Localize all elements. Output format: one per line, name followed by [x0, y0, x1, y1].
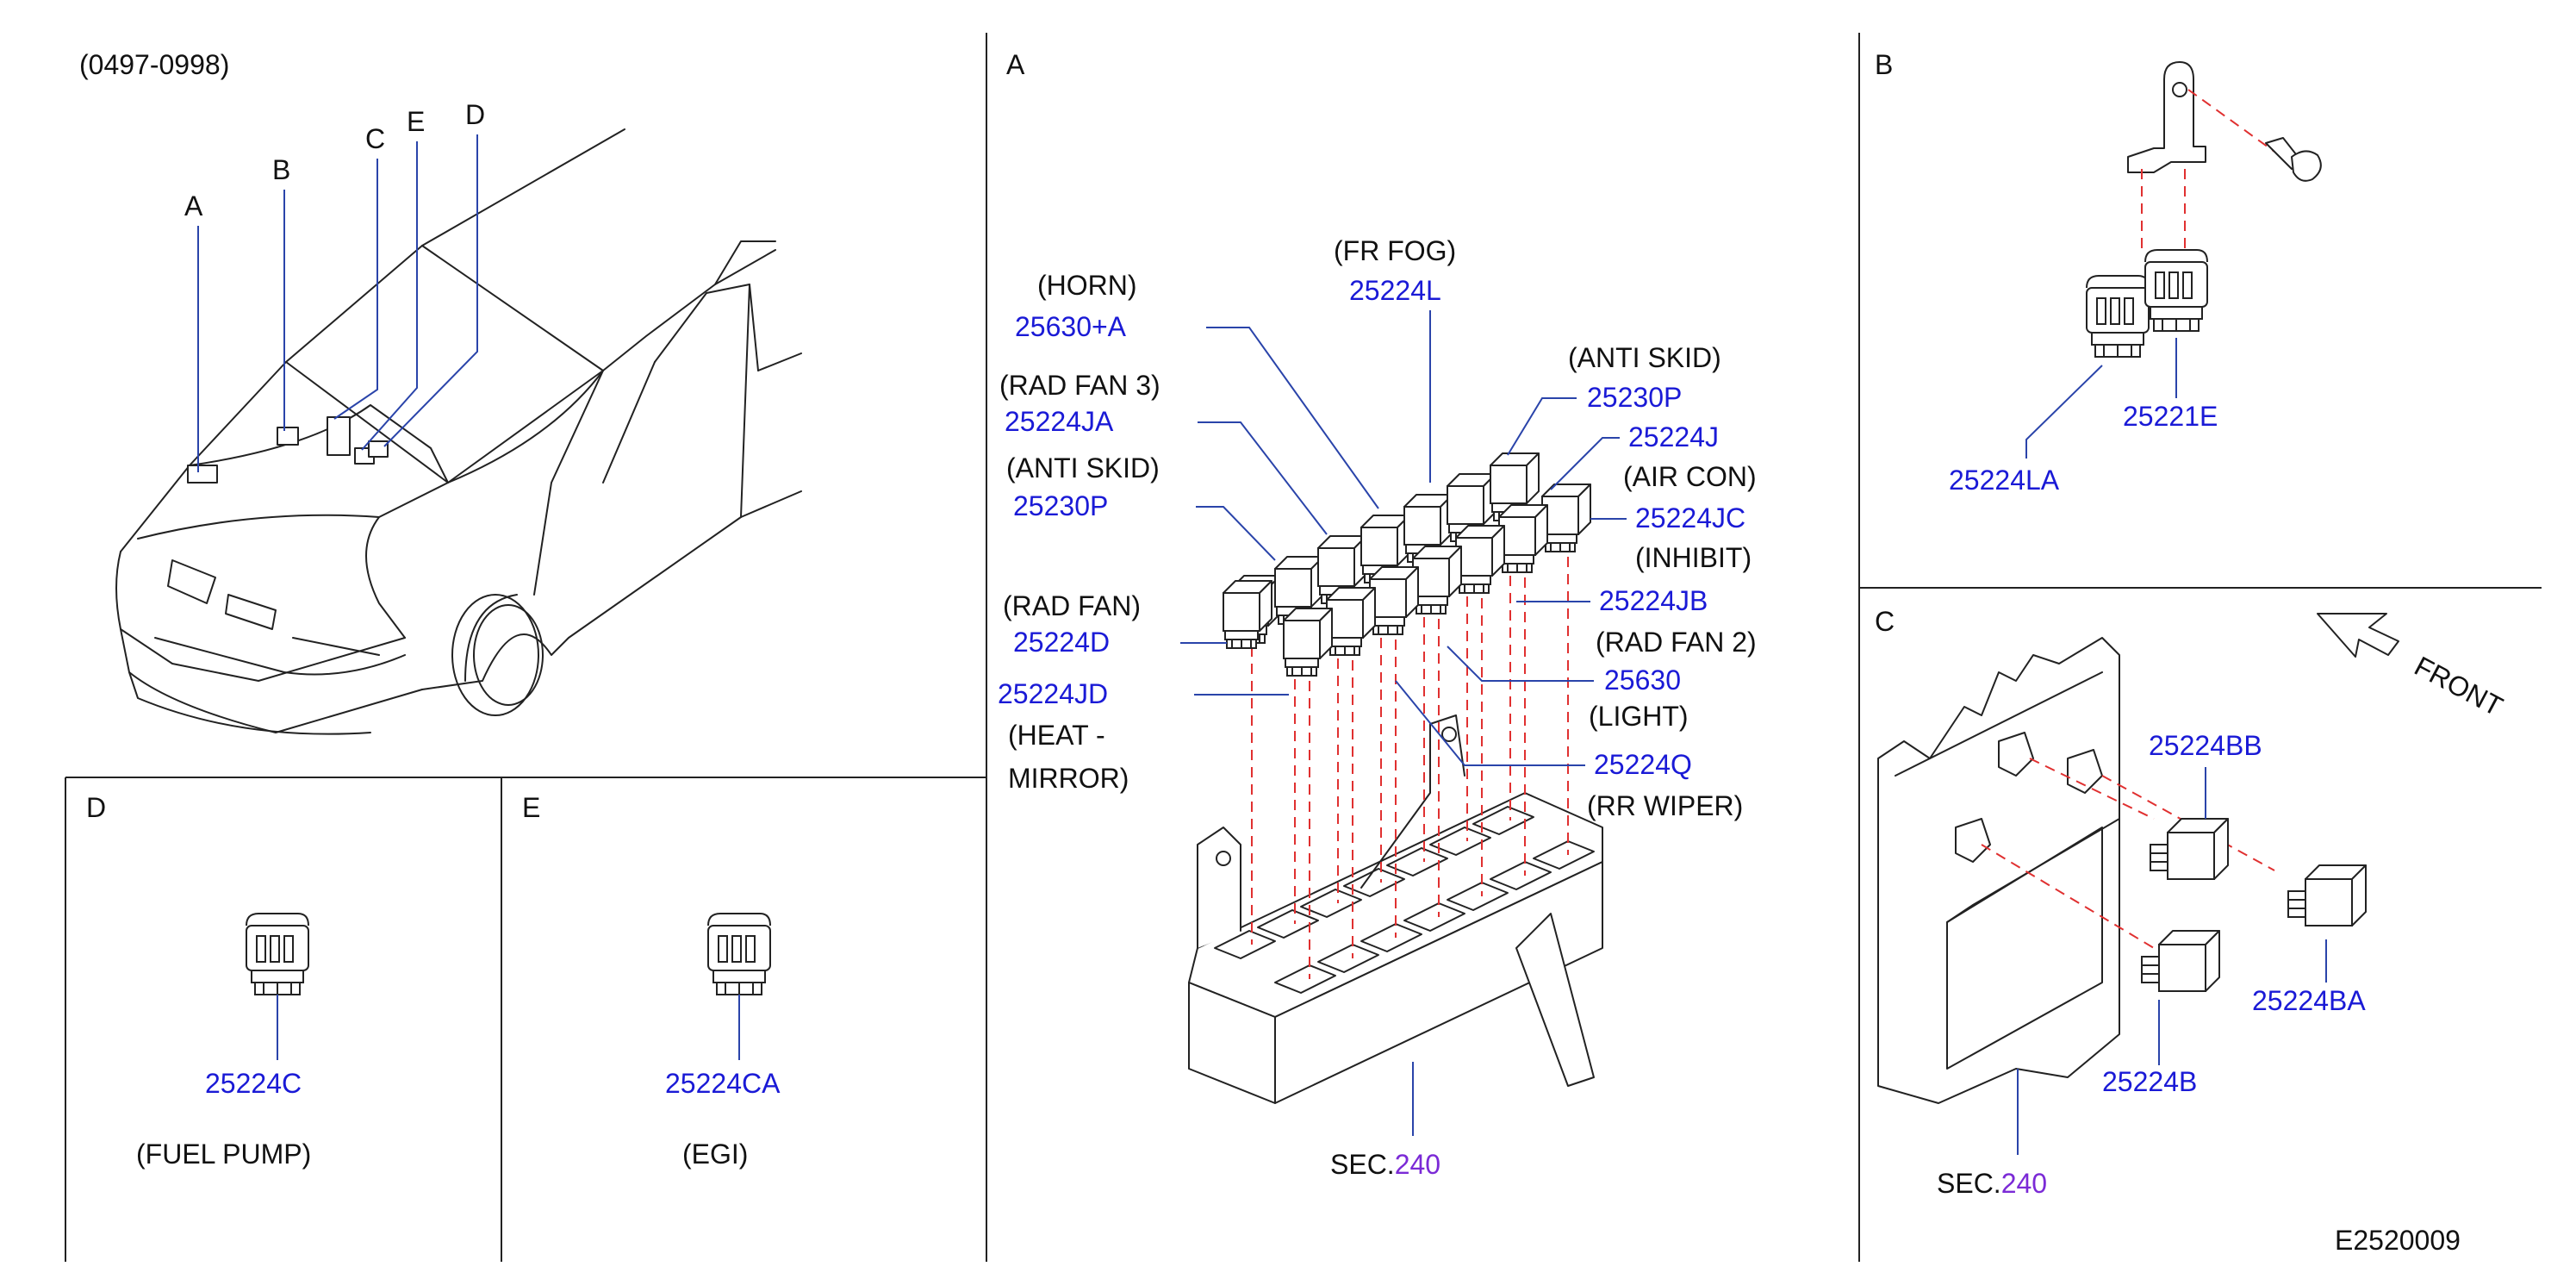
catalog-code: E2520009: [2335, 1225, 2461, 1256]
relay-25224c: [246, 913, 309, 995]
label-mirror: MIRROR): [1008, 763, 1129, 794]
panel-e-title: E: [522, 792, 540, 823]
label-fr-fog: (FR FOG): [1334, 235, 1456, 266]
sec-ref-c[interactable]: SEC.240: [1937, 1168, 2047, 1199]
label-egi: (EGI): [682, 1139, 748, 1170]
label-horn: (HORN): [1037, 270, 1137, 301]
sec-ref-a[interactable]: SEC.240: [1330, 1149, 1440, 1180]
part-25630a[interactable]: 25630+A: [1015, 311, 1127, 342]
label-light: (LIGHT): [1589, 701, 1689, 732]
panel-c-title: C: [1875, 606, 1895, 637]
part-25224ca[interactable]: 25224CA: [665, 1068, 781, 1099]
part-25224q[interactable]: 25224Q: [1594, 749, 1692, 780]
label-inhibit: (INHIBIT): [1635, 542, 1752, 573]
panel-b-title: B: [1875, 49, 1893, 80]
part-25224jb[interactable]: 25224JB: [1599, 585, 1708, 616]
callout-b: B: [272, 154, 290, 185]
label-rad-fan-3: (RAD FAN 3): [999, 370, 1160, 401]
part-25630[interactable]: 25630: [1604, 664, 1681, 696]
part-25224b[interactable]: 25224B: [2102, 1066, 2197, 1097]
label-air-con: (AIR CON): [1623, 461, 1757, 492]
part-25224la[interactable]: 25224LA: [1949, 465, 2060, 496]
relay-25224ca: [707, 913, 771, 995]
panel-a-title: A: [1006, 49, 1025, 80]
overview-callouts: A B C E D: [184, 99, 485, 472]
label-fuel-pump: (FUEL PUMP): [136, 1139, 311, 1170]
callout-d: D: [465, 99, 485, 130]
label-rad-fan: (RAD FAN): [1003, 590, 1141, 621]
part-25224c[interactable]: 25224C: [205, 1068, 302, 1099]
panel-a-callouts: (HORN) 25630+A (FR FOG) 25224L (ANTI SKI…: [998, 235, 1757, 1180]
front-arrow: FRONT: [2317, 613, 2508, 722]
part-25230p-2[interactable]: 25230P: [1013, 490, 1108, 521]
panel-c-callouts: 25224BB 25224BA 25224B SEC.240: [1937, 730, 2366, 1199]
panel-frames: [65, 33, 2542, 1262]
callout-e: E: [407, 106, 425, 137]
part-25224d[interactable]: 25224D: [1013, 627, 1110, 658]
sec-number-a[interactable]: 240: [1395, 1149, 1440, 1180]
module-c: [1877, 637, 2367, 1104]
part-25224jd[interactable]: 25224JD: [998, 678, 1108, 709]
callout-a: A: [184, 190, 203, 221]
part-25230p-1[interactable]: 25230P: [1587, 382, 1682, 413]
date-code: (0497-0998): [79, 49, 229, 80]
install-lines-a: [1251, 524, 1569, 979]
part-25224jc[interactable]: 25224JC: [1635, 502, 1745, 533]
sec-prefix-c: SEC.: [1937, 1168, 2001, 1199]
car-illustration: [115, 128, 802, 735]
label-heat: (HEAT -: [1008, 720, 1105, 751]
part-25224ja[interactable]: 25224JA: [1005, 406, 1114, 437]
part-25224bb[interactable]: 25224BB: [2149, 730, 2262, 761]
front-label: FRONT: [2410, 650, 2508, 722]
relay-cluster-a: [1223, 452, 1591, 677]
part-25224ba[interactable]: 25224BA: [2252, 985, 2366, 1016]
label-anti-skid-1: (ANTI SKID): [1568, 342, 1721, 373]
sec-prefix-a: SEC.: [1330, 1149, 1395, 1180]
label-anti-skid-2: (ANTI SKID): [1006, 452, 1160, 484]
callout-c: C: [365, 123, 385, 154]
part-25224l[interactable]: 25224L: [1349, 275, 1441, 306]
part-25224j[interactable]: 25224J: [1628, 421, 1719, 452]
part-25221e[interactable]: 25221E: [2123, 401, 2218, 432]
bracket-b: [2086, 61, 2322, 358]
label-rr-wiper: (RR WIPER): [1587, 790, 1743, 821]
sec-number-c[interactable]: 240: [2001, 1168, 2047, 1199]
panel-d-title: D: [86, 792, 106, 823]
label-rad-fan-2: (RAD FAN 2): [1596, 627, 1757, 658]
panel-b-callouts: 25221E 25224LA: [1949, 338, 2218, 496]
